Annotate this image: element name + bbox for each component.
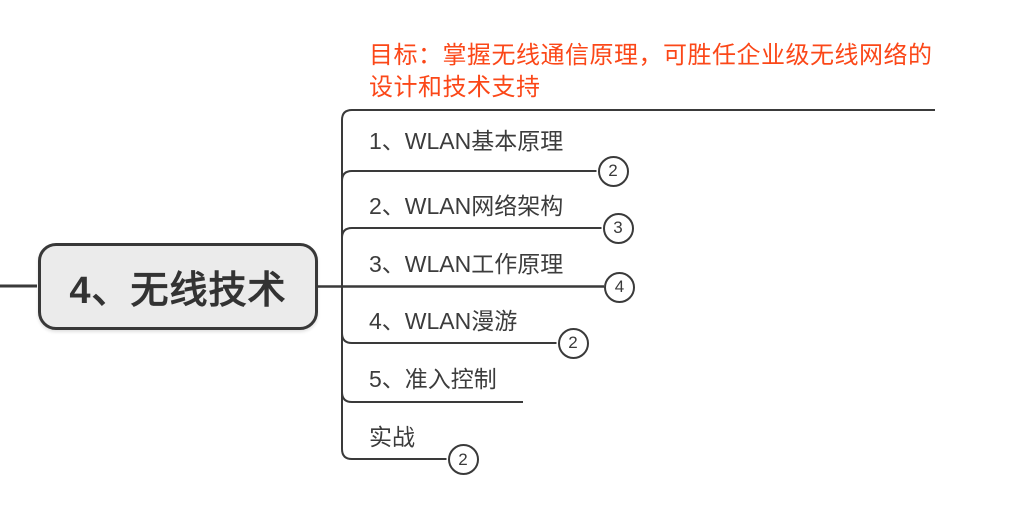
topic-access-control[interactable]: 5、准入控制 [369, 366, 497, 392]
root-topic[interactable]: 4、无线技术 [38, 243, 318, 330]
topic-practice[interactable]: 实战 [369, 424, 415, 450]
topic-wlan-working-principles[interactable]: 3、WLAN工作原理 [369, 251, 564, 277]
topic-wlan-network-architecture[interactable]: 2、WLAN网络架构 [369, 193, 564, 219]
topic-wlan-basic-principles[interactable]: 1、WLAN基本原理 [369, 128, 564, 154]
collapse-badge-wlan-network-architecture[interactable]: 3 [602, 212, 634, 244]
collapse-badge-wlan-basic-principles[interactable]: 2 [597, 155, 629, 187]
note-topic-goal[interactable]: 目标：掌握无线通信原理，可胜任企业级无线网络的设计和技术支持 [369, 42, 933, 101]
collapse-badge-wlan-working-principles[interactable]: 4 [604, 271, 635, 303]
collapse-badge-wlan-roaming[interactable]: 2 [557, 327, 589, 359]
topic-wlan-roaming[interactable]: 4、WLAN漫游 [369, 308, 518, 334]
collapse-badge-practice[interactable]: 2 [447, 444, 479, 475]
